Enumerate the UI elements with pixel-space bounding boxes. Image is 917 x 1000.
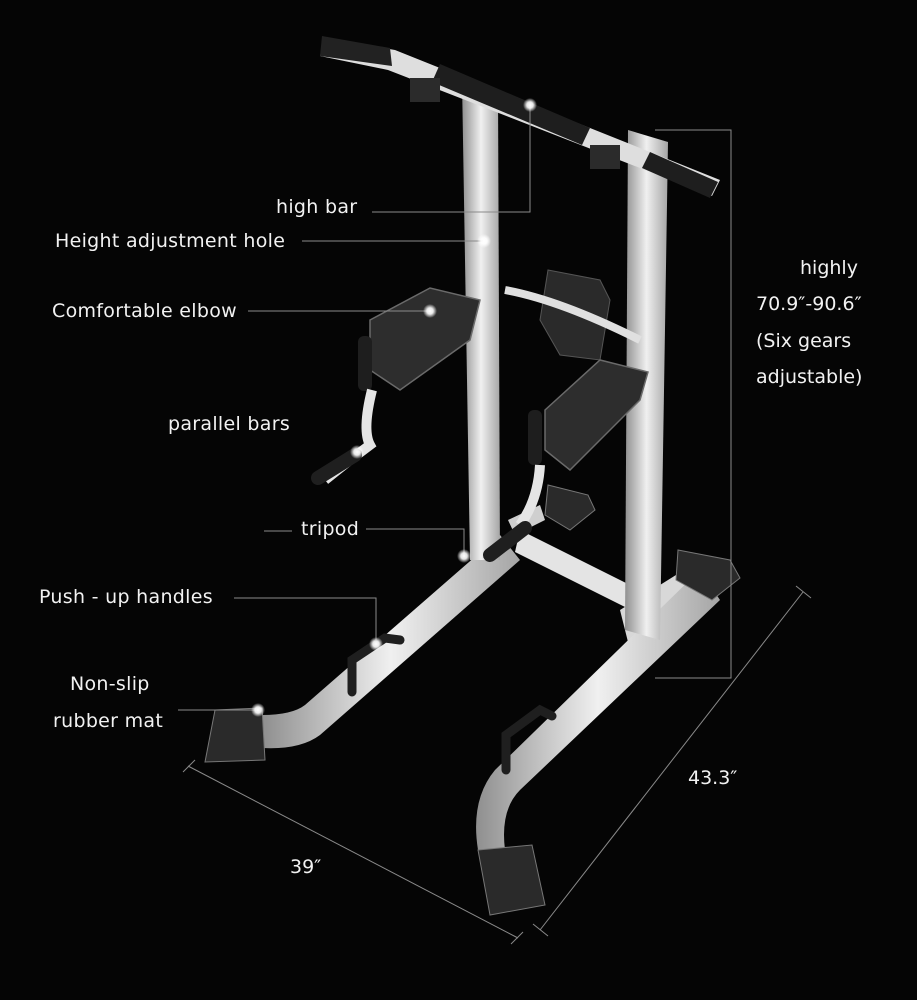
left-pushup-handle (347, 633, 405, 697)
label-parallel-bars: parallel bars (168, 413, 291, 435)
callout-dots (251, 98, 537, 717)
height-text-2: 70.9″-90.6″ (756, 293, 862, 315)
label-height-adjustment-hole: Height adjustment hole (55, 230, 286, 252)
label-rubber-mat: rubber mat (53, 710, 164, 732)
left-dip-bar (321, 388, 377, 484)
right-dip-bar (515, 464, 545, 528)
height-text-3: (Six gears (756, 330, 852, 352)
label-non-slip: Non-slip (70, 673, 150, 695)
right-base-leg (476, 570, 720, 850)
label-tripod: tripod (301, 518, 360, 540)
high-bar-shape (320, 36, 720, 198)
depth-dimension: 43.3″ (688, 767, 738, 789)
left-elbow-pad (358, 287, 481, 391)
height-text-1: highly (800, 257, 858, 279)
height-text-4: adjustable) (756, 366, 863, 388)
right-elbow-pad (528, 359, 649, 472)
front-left-foot (204, 707, 266, 763)
rear-left-foot (544, 484, 596, 531)
right-pushup-handle (501, 704, 557, 775)
right-upright (625, 130, 668, 640)
label-comfortable-elbow: Comfortable elbow (52, 300, 237, 322)
rear-right-foot (675, 549, 741, 601)
leader-lines (178, 105, 812, 945)
left-upright (462, 80, 500, 560)
base-cross-bar (515, 530, 640, 612)
width-dimension: 39″ (290, 856, 322, 878)
label-push-up-handles: Push - up handles (39, 586, 213, 608)
label-high-bar: high bar (276, 196, 358, 218)
front-right-foot (477, 844, 546, 916)
